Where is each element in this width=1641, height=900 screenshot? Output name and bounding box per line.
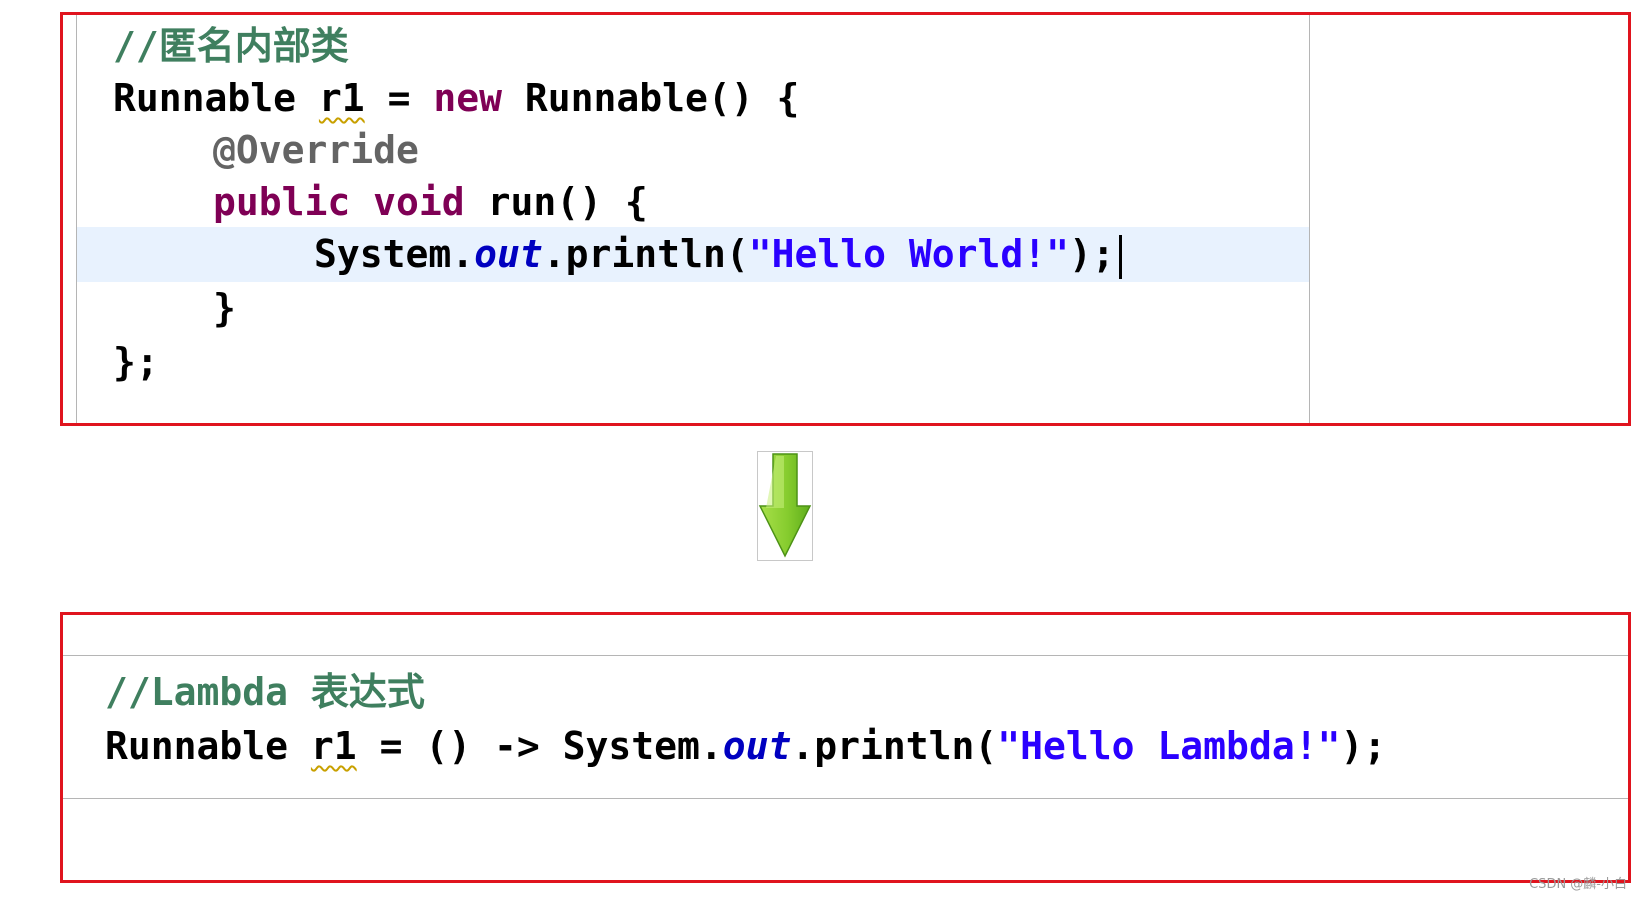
annotation-override: @Override <box>213 128 419 172</box>
type-name: Runnable <box>113 76 297 120</box>
field-out: out <box>722 724 792 768</box>
code-line-5-current[interactable]: System.out.println("Hello World!"); <box>77 227 1309 282</box>
keyword-public: public <box>213 180 351 224</box>
arrow-down-icon <box>757 451 813 561</box>
code-line-7[interactable]: }; <box>77 335 1309 390</box>
field-out: out <box>474 232 543 276</box>
code-line-6[interactable]: } <box>77 281 1309 336</box>
lambda-line-1[interactable]: //Lambda 表达式 <box>63 665 1628 720</box>
variable-r1[interactable]: r1 <box>318 76 365 120</box>
lambda-line-2[interactable]: Runnable r1 = () -> System.out.println("… <box>63 719 1628 774</box>
println-call: .println( <box>791 724 998 768</box>
type-name: Runnable <box>105 724 289 768</box>
lambda-comment: //Lambda 表达式 <box>105 670 425 714</box>
constructor-call: Runnable() { <box>501 76 800 120</box>
code-editor-top[interactable]: //匿名内部类 Runnable r1 = new Runnable() { @… <box>76 15 1310 423</box>
code-line-2[interactable]: Runnable r1 = new Runnable() { <box>77 71 1309 126</box>
closing-brace: } <box>213 286 236 330</box>
string-literal: "Hello Lambda!" <box>997 724 1341 768</box>
closing-brace-semicolon: }; <box>113 340 159 384</box>
code-line-1[interactable]: //匿名内部类 <box>77 19 1309 74</box>
method-signature: run() { <box>464 180 648 224</box>
statement-end: ); <box>1069 232 1115 276</box>
keyword-void: void <box>373 180 465 224</box>
code-editor-bottom[interactable]: //Lambda 表达式 Runnable r1 = () -> System.… <box>63 655 1628 799</box>
code-comment: //匿名内部类 <box>113 24 349 68</box>
code-line-3[interactable]: @Override <box>77 123 1309 178</box>
println-call: .println( <box>542 232 749 276</box>
string-literal: "Hello World!" <box>748 232 1069 276</box>
lambda-frame: //Lambda 表达式 Runnable r1 = () -> System.… <box>60 612 1631 883</box>
code-line-4[interactable]: public void run() { <box>77 175 1309 230</box>
watermark: CSDN @麟-小白 <box>1529 877 1627 892</box>
arrow-down-graphic <box>758 453 812 558</box>
system-class: System. <box>314 232 475 276</box>
keyword-new: new <box>433 76 502 120</box>
operator-assign: = <box>364 76 434 120</box>
statement-end: ); <box>1340 724 1387 768</box>
text-caret <box>1118 234 1122 279</box>
anonymous-class-frame: //匿名内部类 Runnable r1 = new Runnable() { @… <box>60 12 1631 426</box>
lambda-expression: = () -> System. <box>356 724 723 768</box>
variable-r1[interactable]: r1 <box>310 724 357 768</box>
